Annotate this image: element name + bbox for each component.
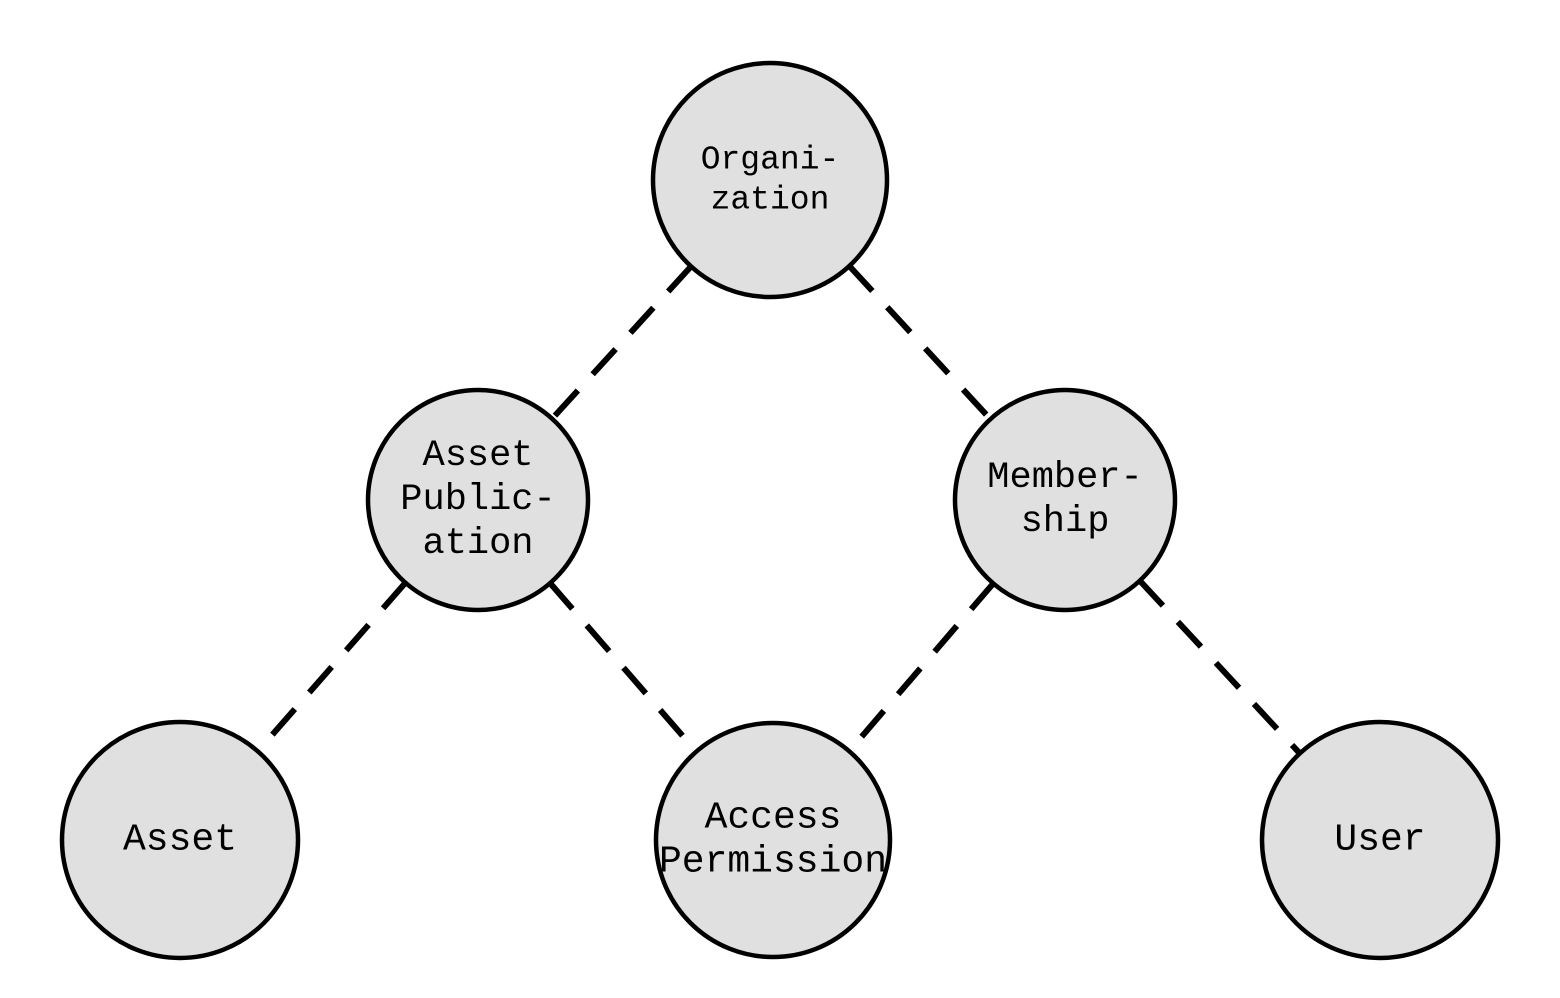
- organization-circle: [650, 60, 890, 300]
- access-permission-circle: [653, 720, 893, 960]
- edge-organization-membership: [847, 263, 993, 422]
- membership-label: Member-ship: [987, 457, 1142, 543]
- edge-membership-user: [1137, 578, 1303, 756]
- membership-circle: [952, 387, 1178, 613]
- edge-asset-publication-access-permission: [547, 581, 699, 754]
- node-user: User: [1259, 719, 1501, 961]
- edge-asset-publication-asset: [255, 580, 408, 754]
- edge-organization-asset-publication: [549, 264, 694, 421]
- node-asset: Asset: [59, 719, 301, 961]
- edge-membership-access-permission: [846, 581, 996, 754]
- organization-label: Organi-zation: [701, 142, 840, 219]
- asset-publication-circle: [365, 387, 591, 613]
- asset-circle: [59, 719, 301, 961]
- user-circle: [1259, 719, 1501, 961]
- node-membership: Member-ship: [952, 387, 1178, 613]
- node-organization: Organi-zation: [650, 60, 890, 300]
- asset-label: Asset: [123, 819, 237, 862]
- user-label: User: [1334, 819, 1425, 862]
